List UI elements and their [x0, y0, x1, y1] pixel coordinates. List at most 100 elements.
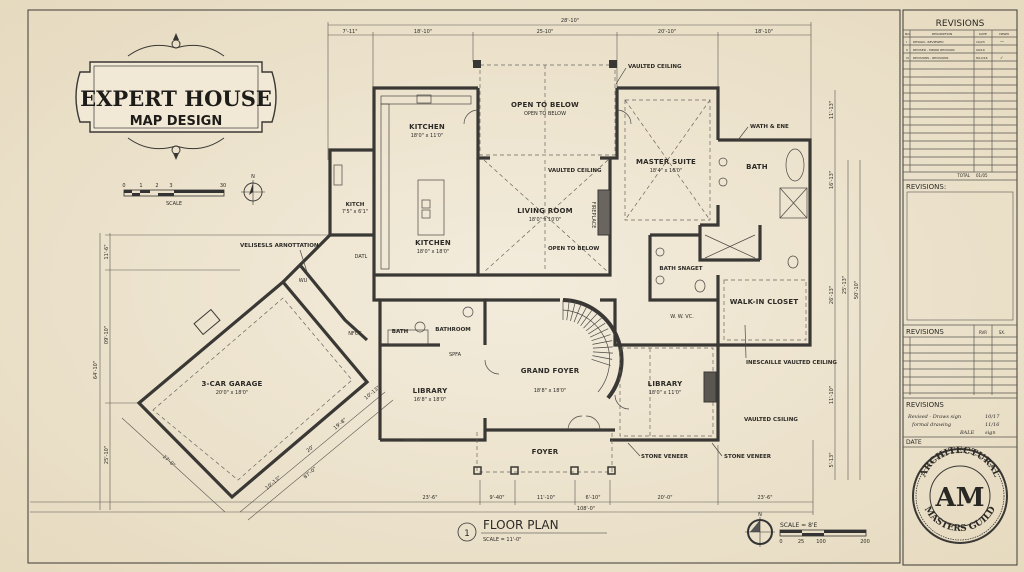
revisions2-col: RVR	[979, 330, 987, 335]
dim-right: 11'-13"	[829, 101, 835, 119]
room-library-right: LIBRARY	[648, 380, 683, 388]
plan-scale: SCALE = 11'-0"	[483, 537, 521, 543]
dim-right: 5'-13"	[829, 452, 835, 467]
bottom-scale-tick: 100	[816, 539, 826, 545]
handwritten-date: sign	[985, 430, 996, 436]
dim-top: 25-10"	[537, 29, 554, 35]
note-inescaille: INESCAILLE VAULTED CEILING	[746, 360, 837, 366]
room-garage: 3-CAR GARAGE	[201, 380, 262, 388]
scale-tick: 0	[122, 183, 125, 189]
row-date: 10/23	[976, 40, 985, 44]
total-label: TOTAL	[956, 173, 970, 178]
row-date: 8/12/16	[976, 56, 988, 60]
notes-area	[906, 191, 1014, 321]
stair-tread	[592, 346, 613, 349]
room-size: 18'0" x 18'0"	[417, 249, 450, 255]
seal-monogram: AM	[935, 483, 985, 513]
curved-stair	[562, 298, 624, 400]
dim-bottom: 23'-6"	[422, 495, 437, 501]
note-velisesls: VELISESLS ARNOTTATION	[240, 243, 319, 249]
dimensions-bottom: 23'-6" 9'-40" 11'-10" 6'-10" 20'-0" 23'-…	[30, 440, 814, 515]
room-sub: OPEN TO BELOW	[524, 111, 566, 117]
floor-plan	[136, 60, 812, 500]
note-wath-ene: WATH & ENE	[750, 124, 789, 130]
plan-title: 1 FLOOR PLAN SCALE = 11'-0"	[457, 518, 607, 543]
sheet-border	[27, 9, 901, 564]
room-walk-in-closet: WALK-IN CLOSET	[730, 298, 799, 306]
dim-garage: 20'	[305, 444, 315, 454]
room-bath-master: BATH	[746, 163, 768, 171]
bottom-scale-tick: 25	[798, 539, 804, 545]
scale-tick: 1	[139, 183, 142, 189]
room-size: 18'8" x 18'0"	[534, 388, 567, 394]
dim-bottom: 11'-10"	[537, 495, 555, 501]
room-foyer: FOYER	[532, 448, 559, 456]
room-spfa: SPFA	[449, 352, 462, 358]
annotations: VAULTED CEILING VAULTED CEILING OPEN TO …	[240, 64, 837, 460]
north-arrow-icon: N	[241, 174, 265, 205]
revisions-title: REVISIONS	[936, 19, 985, 29]
room-size: 7'5" x 6'1"	[342, 209, 368, 215]
row-desc: DESIGN - REVIEWED	[913, 40, 944, 44]
total-value: 01/05	[976, 173, 988, 178]
stair-tread	[566, 300, 570, 321]
scale-label: SCALE	[166, 201, 182, 207]
room-size: 20'0" x 18'0"	[216, 390, 249, 396]
room-datl: DATL	[355, 254, 368, 260]
room-bath-snaget: BATH SNAGET	[659, 266, 702, 272]
handwritten-date: 10/17	[985, 414, 1000, 420]
date-label: DATE	[906, 439, 922, 446]
plan-number: 1	[464, 529, 470, 539]
row-no: II	[906, 48, 908, 52]
room-open-to-below: OPEN TO BELOW	[511, 101, 579, 109]
row-desc: REVISIONS - REVISIONS	[913, 56, 949, 60]
dim-right: 16'-13"	[829, 171, 835, 189]
note-vaulted-ceiling-living: VAULTED CEILING	[548, 168, 602, 174]
room-size: 18'4" x 16'0"	[650, 168, 683, 174]
stair-tread	[592, 351, 613, 354]
room-living-room: LIVING ROOM	[517, 207, 573, 215]
col-date: DATE	[979, 32, 987, 36]
revisions3-title: REVISIONS	[906, 401, 944, 409]
note-stone-veneer-right: STONE VENEER	[724, 454, 772, 460]
dim-left: 64'-10"	[93, 361, 99, 379]
stair-tread	[592, 355, 613, 360]
row-init: —	[1000, 39, 1004, 44]
room-kitchen-upper: KITCHEN	[409, 123, 445, 131]
row-init: ✓	[1000, 55, 1003, 60]
handwritten-note: Revised - Draws sign	[907, 414, 961, 420]
dim-right: 50'-10"	[854, 281, 860, 299]
row-no: III	[906, 56, 909, 60]
stair-tread	[591, 334, 611, 342]
dim-top: 7'-11"	[342, 29, 357, 35]
north-label: N	[251, 174, 255, 180]
room-grand-foyer: GRAND FOYER	[521, 367, 580, 375]
room-library-left: LIBRARY	[413, 387, 448, 395]
row-date: 09/19	[976, 48, 985, 52]
dimensions-right: 11'-13" 16'-13" 26'-13" 25'-13" 50'-10" …	[829, 90, 861, 480]
dim-right: 25'-13"	[842, 276, 848, 294]
stair-tread	[577, 306, 588, 324]
dim-top: 18'-10"	[755, 29, 773, 35]
room-kitchen-lower: KITCHEN	[415, 239, 451, 247]
room-kitch-small: KITCH	[346, 202, 365, 208]
dim-bottom: 9'-40"	[489, 495, 504, 501]
revision-row: III REVISIONS - REVISIONS 8/12/16 ✓	[906, 55, 1003, 60]
bottom-scale-label: SCALE = 8'E	[780, 522, 818, 529]
col-init: DRWN	[999, 32, 1008, 36]
north-label: N	[758, 512, 762, 518]
room-nfcc: NFCC	[348, 331, 362, 337]
revision-row: II REVISED - MINOR REVISION 09/19	[906, 48, 985, 52]
room-labels: KITCHEN 18'0" x 11'0" KITCHEN 18'0" x 18…	[201, 101, 798, 456]
stair-tread	[591, 358, 611, 366]
room-wu: WU	[299, 278, 308, 284]
stair-tread	[573, 303, 582, 323]
stair-tread	[588, 322, 606, 335]
note-fireplace: FIREPLACE	[590, 202, 596, 229]
logo-plaque: EXPERT HOUSE MAP DESIGN	[75, 33, 277, 160]
dim-bottom: 20'-0"	[657, 495, 672, 501]
col-no: NO.	[905, 32, 910, 36]
room-size: 18'0" x 11'0"	[649, 390, 682, 396]
revisions2-col: SX.	[999, 330, 1006, 335]
